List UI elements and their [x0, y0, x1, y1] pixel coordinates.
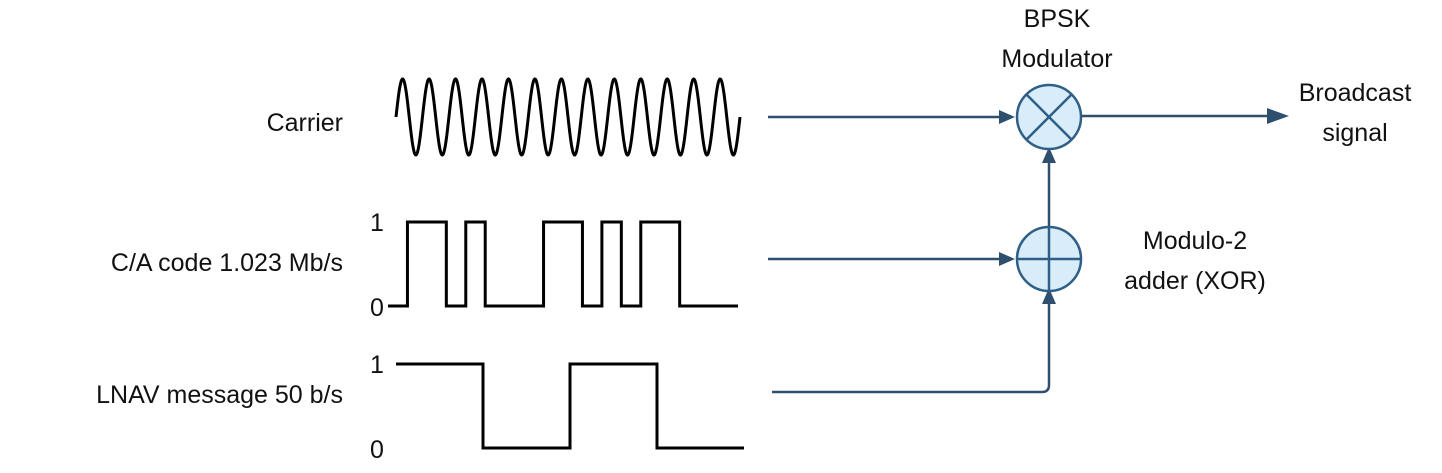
multiply-cross-stroke-b: [1025, 93, 1073, 141]
carrier-arrowhead: [999, 110, 1015, 124]
bpsk-label-line1: BPSK: [1024, 5, 1091, 33]
lnav-to-xor-line: [772, 300, 1051, 394]
lnav-level-low: 0: [370, 436, 384, 464]
bpsk-modulator-node: [1015, 83, 1083, 151]
ca-code-level-low: 0: [370, 294, 384, 322]
bpsk-label-line2: Modulator: [1001, 45, 1112, 73]
xor-arrowhead: [1042, 147, 1056, 163]
output-label-line1: Broadcast: [1299, 79, 1412, 107]
carrier-waveform: [394, 77, 742, 157]
lnav-waveform: [396, 362, 744, 450]
xor-adder-node: [1015, 225, 1083, 293]
xor-label-line1: Modulo-2: [1143, 227, 1247, 255]
lnav-label: LNAV message 50 b/s: [96, 381, 343, 409]
ca-arrowhead: [999, 252, 1015, 266]
ca-code-label: C/A code 1.023 Mb/s: [111, 249, 343, 277]
xor-label-line2: adder (XOR): [1124, 267, 1266, 295]
output-label-line2: signal: [1322, 119, 1387, 147]
lnav-arrowhead: [1042, 288, 1056, 304]
ca-code-waveform: [388, 220, 738, 308]
lnav-level-high: 1: [370, 351, 384, 379]
output-arrowhead: [1267, 108, 1289, 124]
ca-code-level-high: 1: [370, 209, 384, 237]
carrier-label: Carrier: [267, 109, 343, 137]
